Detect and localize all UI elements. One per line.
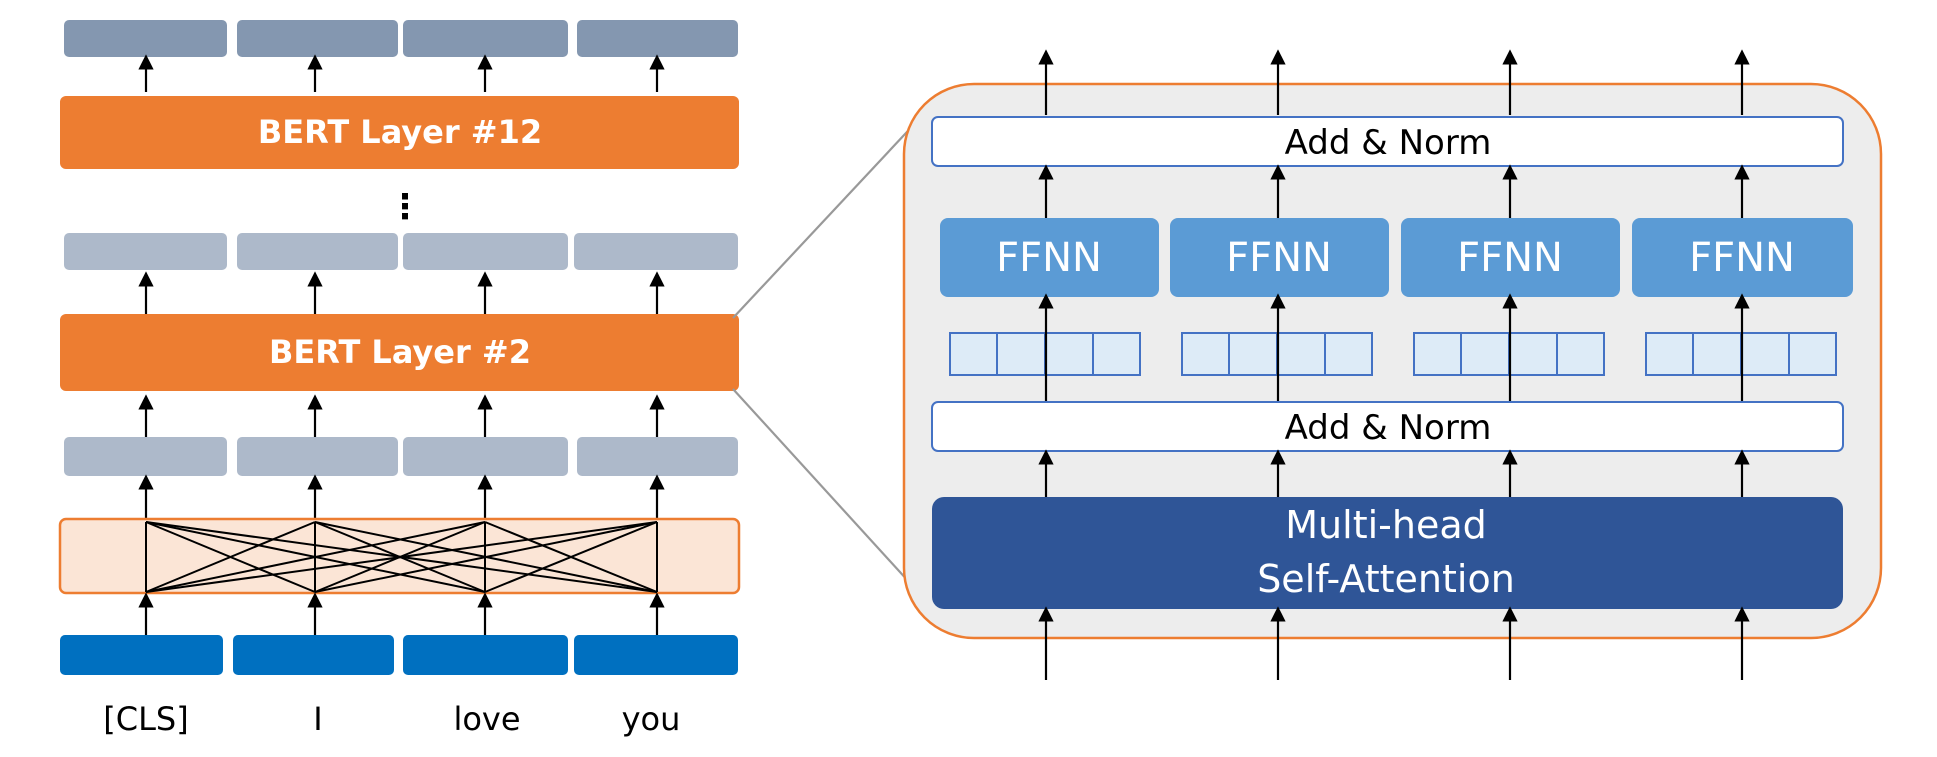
ffnn-label: FFNN	[1226, 235, 1332, 281]
low-output-box	[237, 437, 398, 476]
mid-output-box	[64, 233, 227, 270]
ffnn-label: FFNN	[996, 235, 1102, 281]
mid-output-box	[574, 233, 738, 270]
mid-output-box	[403, 233, 568, 270]
attention-label-line2: Self-Attention	[1257, 557, 1515, 601]
top-output-box	[577, 20, 738, 57]
ffnn-box	[1170, 218, 1389, 297]
embedding-box	[403, 635, 568, 675]
top-output-box	[403, 20, 568, 57]
ffnn-to-addnorm-arrows	[1038, 164, 1750, 218]
input-tokens: [CLS] I love you	[103, 700, 680, 738]
detail-input-arrows	[1038, 606, 1750, 680]
arrows-embedding-to-attention	[138, 592, 665, 635]
token-label: love	[453, 700, 520, 738]
ffnn-box	[1632, 218, 1853, 297]
ffnn-row: FFNN FFNN FFNN FFNN	[940, 218, 1853, 297]
low-output-row	[64, 437, 738, 476]
low-output-box	[577, 437, 738, 476]
embedding-box	[233, 635, 394, 675]
ffnn-label: FFNN	[1689, 235, 1795, 281]
top-output-row	[64, 20, 738, 57]
multi-head-self-attention: Multi-head Self-Attention	[932, 497, 1843, 609]
first-layer-attention-block	[58, 517, 741, 595]
attention-to-addnorm-arrows	[1038, 449, 1750, 497]
embedding-box	[574, 635, 738, 675]
low-output-box	[64, 437, 227, 476]
arrows-hidden-to-layer2	[138, 394, 665, 437]
token-label: [CLS]	[103, 700, 188, 738]
arrows-attention-to-output	[138, 474, 665, 520]
ffnn-box	[1401, 218, 1620, 297]
attention-label-line1: Multi-head	[1285, 503, 1486, 547]
arrows-layer12-to-output	[138, 54, 665, 92]
zoom-connector-lines	[732, 117, 921, 595]
ffnn-label: FFNN	[1457, 235, 1563, 281]
top-output-box	[64, 20, 227, 57]
add-norm-top-label: Add & Norm	[1285, 123, 1492, 163]
embedding-box	[60, 635, 223, 675]
addnorm-to-ffnn-arrows	[1038, 293, 1750, 402]
add-norm-top: Add & Norm	[931, 116, 1844, 167]
bert-layer-12-label: BERT Layer #12	[258, 113, 542, 151]
low-output-box	[403, 437, 568, 476]
token-label: you	[622, 700, 681, 738]
layer-ellipsis: ⋮	[388, 187, 422, 227]
bert-layer-detail-panel: Add & Norm FFNN FFNN FFNN FFNN	[902, 49, 1883, 680]
token-label: I	[313, 700, 322, 738]
bert-layer-12: BERT Layer #12	[60, 96, 739, 169]
attention-connections	[145, 521, 658, 593]
add-norm-bottom: Add & Norm	[931, 401, 1844, 452]
mid-output-box	[237, 233, 398, 270]
bert-layer-2-label: BERT Layer #2	[269, 333, 531, 371]
detail-output-arrows	[1038, 49, 1750, 115]
add-norm-bottom-label: Add & Norm	[1285, 408, 1492, 448]
arrows-layer2-to-output	[138, 271, 665, 314]
ffnn-box	[940, 218, 1159, 297]
bert-layer-2: BERT Layer #2	[60, 314, 739, 391]
mid-output-row	[64, 233, 738, 270]
embedding-row	[60, 635, 738, 675]
top-output-box	[237, 20, 398, 57]
